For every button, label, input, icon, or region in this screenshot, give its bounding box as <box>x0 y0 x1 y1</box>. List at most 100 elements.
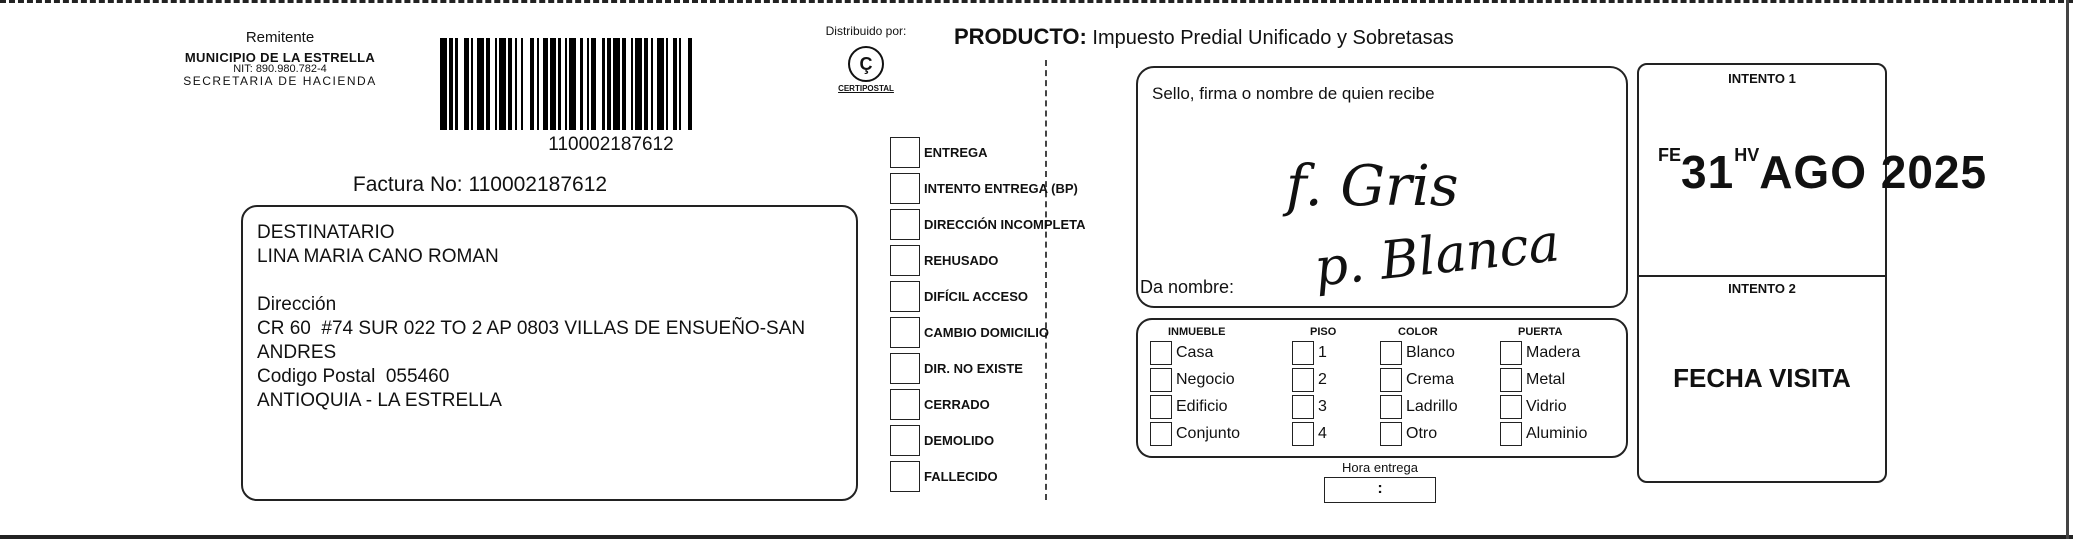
receipt-signature-box[interactable]: Sello, firma o nombre de quien recibe f.… <box>1136 66 1628 308</box>
status-checkbox[interactable] <box>890 317 920 348</box>
stamp-day: 31 <box>1681 146 1735 198</box>
option-checkbox[interactable] <box>1150 422 1172 446</box>
option-checkbox[interactable] <box>1380 395 1402 419</box>
receipt-heading: Sello, firma o nombre de quien recibe <box>1152 84 1435 103</box>
status-checkbox[interactable] <box>890 425 920 456</box>
option-checkbox[interactable] <box>1292 341 1314 365</box>
address-line-1: CR 60 #74 SUR 022 TO 2 AP 0803 VILLAS DE… <box>257 318 806 339</box>
property-characteristics-box: INMUEBLE Casa Negocio Edificio Conjunto … <box>1136 318 1628 458</box>
barcode-bar <box>477 38 484 130</box>
status-checkbox[interactable] <box>890 353 920 384</box>
barcode-bar <box>633 38 636 130</box>
color-column: COLOR Blanco Crema Ladrillo Otro <box>1380 326 1458 446</box>
inmueble-column: INMUEBLE Casa Negocio Edificio Conjunto <box>1150 326 1240 446</box>
barcode-bar <box>611 38 614 130</box>
option-checkbox[interactable] <box>1500 422 1522 446</box>
barcode-bar <box>483 38 487 130</box>
barcode-bar <box>692 38 695 130</box>
barcode-bar <box>668 38 673 130</box>
barcode-bar <box>582 38 587 130</box>
barcode-number: 110002187612 <box>548 134 674 155</box>
option-label: Negocio <box>1176 371 1235 388</box>
status-item[interactable]: FALLECIDO <box>890 461 998 492</box>
barcode-bar <box>622 38 627 130</box>
option-checkbox[interactable] <box>1380 368 1402 392</box>
barcode-bar <box>665 38 669 130</box>
option-checkbox[interactable] <box>1150 395 1172 419</box>
distributor-name: CERTIPOSTAL <box>838 84 894 93</box>
status-checkbox[interactable] <box>890 281 920 312</box>
barcode-bar <box>440 38 447 130</box>
option-checkbox[interactable] <box>1380 341 1402 365</box>
barcode-bar <box>657 38 664 130</box>
status-checkbox[interactable] <box>890 209 920 240</box>
option-label: Madera <box>1526 344 1581 361</box>
visit-date-label: FECHA VISITA <box>1673 363 1851 393</box>
barcode-bar <box>543 38 548 130</box>
option-checkbox[interactable] <box>1500 395 1522 419</box>
status-item[interactable]: CERRADO <box>890 389 990 420</box>
option-label: Metal <box>1526 371 1566 388</box>
barcode-bar <box>576 38 581 130</box>
option-checkbox[interactable] <box>1500 368 1522 392</box>
option-checkbox[interactable] <box>1150 368 1172 392</box>
barcode-bar <box>648 38 651 130</box>
status-checkbox[interactable] <box>890 461 920 492</box>
status-checkbox[interactable] <box>890 137 920 168</box>
option-checkbox[interactable] <box>1500 341 1522 365</box>
status-item[interactable]: DEMOLIDO <box>890 425 994 456</box>
barcode-bar <box>455 38 458 130</box>
delivery-time-label: Hora entrega <box>1342 460 1418 475</box>
attempt-1-heading: INTENTO 1 <box>1728 71 1796 86</box>
barcode-bar <box>663 38 666 130</box>
barcode-bar <box>534 38 537 130</box>
stamp-prefix: FE <box>1658 145 1682 165</box>
barcode-bar <box>472 38 478 130</box>
option-label: 1 <box>1318 344 1327 361</box>
status-item[interactable]: DIFÍCIL ACCESO <box>890 281 1028 312</box>
status-item[interactable]: CAMBIO DOMICILIO <box>890 317 1049 348</box>
status-item[interactable]: REHUSADO <box>890 245 998 276</box>
barcode-bar <box>516 38 522 130</box>
option-checkbox[interactable] <box>1150 341 1172 365</box>
barcode-bar <box>505 38 509 130</box>
status-item[interactable]: DIR. NO EXISTE <box>890 353 1023 384</box>
right-border-line <box>2066 0 2069 539</box>
status-item[interactable]: DIRECCIÓN INCOMPLETA <box>890 209 1086 240</box>
top-perforation-line <box>0 0 2073 8</box>
option-checkbox[interactable] <box>1292 368 1314 392</box>
option-label: Blanco <box>1406 344 1455 361</box>
status-item[interactable]: INTENTO ENTREGA (BP) <box>890 173 1078 204</box>
option-checkbox[interactable] <box>1292 395 1314 419</box>
barcode-bar <box>602 38 605 130</box>
delivery-time-block: Hora entrega : <box>1322 460 1438 503</box>
option-label: 3 <box>1318 398 1327 415</box>
barcode-bar <box>650 38 653 130</box>
barcode-bar <box>536 38 539 130</box>
option-checkbox[interactable] <box>1292 422 1314 446</box>
barcode-bar <box>453 38 456 130</box>
status-checkbox[interactable] <box>890 173 920 204</box>
status-item[interactable]: ENTREGA <box>890 137 988 168</box>
barcode-bar <box>514 38 517 130</box>
attempt-1-date-stamp: FE31HVAGO 2025 <box>1658 145 1987 199</box>
status-checkbox[interactable] <box>890 245 920 276</box>
barcode-bar <box>494 38 498 130</box>
distributor-block: Distribuido por: Ç CERTIPOSTAL <box>812 24 920 93</box>
sender-block: Remitente MUNICIPIO DE LA ESTRELLA NIT: … <box>120 30 440 87</box>
option-checkbox[interactable] <box>1380 422 1402 446</box>
barcode-bar <box>470 38 473 130</box>
option-label: Vidrio <box>1526 398 1567 415</box>
attempts-divider <box>1637 275 1887 277</box>
option-label: Edificio <box>1176 398 1228 415</box>
delivery-attempts-box: INTENTO 1 INTENTO 2 FECHA VISITA <box>1637 63 1887 483</box>
status-checkbox[interactable] <box>890 389 920 420</box>
stamp-date: AGO 2025 <box>1759 146 1988 198</box>
barcode-bar <box>523 38 530 130</box>
product-value: Impuesto Predial Unificado y Sobretasas <box>1092 27 1454 49</box>
barcode-bar <box>512 38 515 130</box>
delivery-time-field[interactable]: : <box>1324 477 1436 503</box>
product-line: PRODUCTO: Impuesto Predial Unificado y S… <box>954 24 1454 50</box>
barcode-bar <box>468 38 471 130</box>
stamp-small: V <box>1747 145 1760 165</box>
